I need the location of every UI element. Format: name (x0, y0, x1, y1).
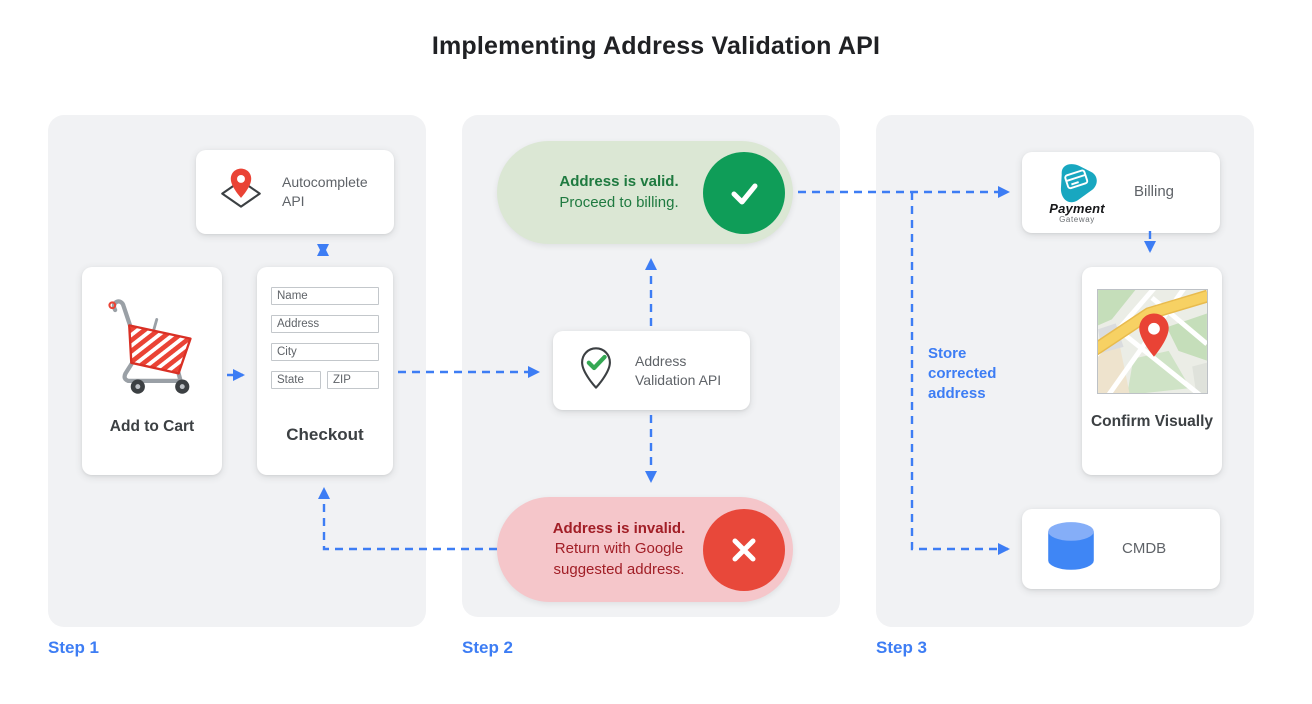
autocomplete-api-card: Autocomplete API (196, 150, 394, 234)
zip-field[interactable] (327, 371, 379, 389)
address-valid-title: Address is valid. (559, 173, 679, 191)
address-field[interactable] (271, 315, 379, 333)
x-circle-icon (703, 508, 785, 591)
autocomplete-pin-diamond-icon (216, 165, 266, 220)
checkout-card: Checkout (257, 267, 393, 475)
gateway-logo-text: Gateway (1059, 215, 1095, 224)
billing-card: Payment Gateway Billing (1022, 152, 1220, 233)
billing-label: Billing (1134, 183, 1175, 201)
payment-gateway-logo: Payment Gateway (1042, 161, 1112, 224)
add-to-cart-label: Add to Cart (109, 418, 195, 435)
step1-label: Step 1 (48, 638, 100, 657)
address-invalid-subtitle: Return with Google suggested address. (553, 540, 685, 578)
checkout-form (257, 267, 393, 399)
address-valid-pill: Address is valid. Proceed to billing. (497, 141, 793, 244)
page-title: Implementing Address Validation API (431, 32, 881, 60)
checkout-label: Checkout (286, 425, 364, 444)
name-field[interactable] (271, 287, 379, 305)
address-invalid-pill: Address is invalid. Return with Google s… (497, 497, 793, 602)
address-valid-text: Address is valid. Proceed to billing. (497, 172, 703, 213)
autocomplete-api-label: Autocomplete API (282, 174, 368, 209)
confirm-visually-label: Confirm Visually (1090, 413, 1214, 430)
address-validation-api-label: Address Validation API (635, 352, 722, 388)
state-field[interactable] (271, 371, 321, 389)
shopping-cart-icon (82, 293, 222, 402)
add-to-cart-card: Add to Cart (82, 267, 222, 475)
payment-gateway-blob-icon (1060, 164, 1097, 203)
payment-logo-text: Payment (1049, 201, 1105, 216)
check-circle-icon (703, 151, 785, 234)
city-field[interactable] (271, 343, 379, 361)
address-invalid-text: Address is invalid. Return with Google s… (497, 519, 703, 580)
confirm-visually-card: Confirm Visually (1082, 267, 1222, 475)
validation-pin-check-icon (573, 344, 619, 397)
step3-label: Step 3 (876, 638, 928, 657)
map-thumbnail (1096, 289, 1208, 394)
step2-label: Step 2 (462, 638, 514, 657)
address-valid-subtitle: Proceed to billing. (559, 193, 679, 211)
address-validation-api-card: Address Validation API (553, 331, 750, 410)
store-corrected-address-note: Store corrected address (928, 345, 997, 402)
address-invalid-title: Address is invalid. (552, 520, 686, 538)
cmdb-card: CMDB (1022, 509, 1220, 589)
cmdb-label: CMDB (1122, 539, 1167, 557)
database-cylinder-icon (1042, 520, 1100, 579)
